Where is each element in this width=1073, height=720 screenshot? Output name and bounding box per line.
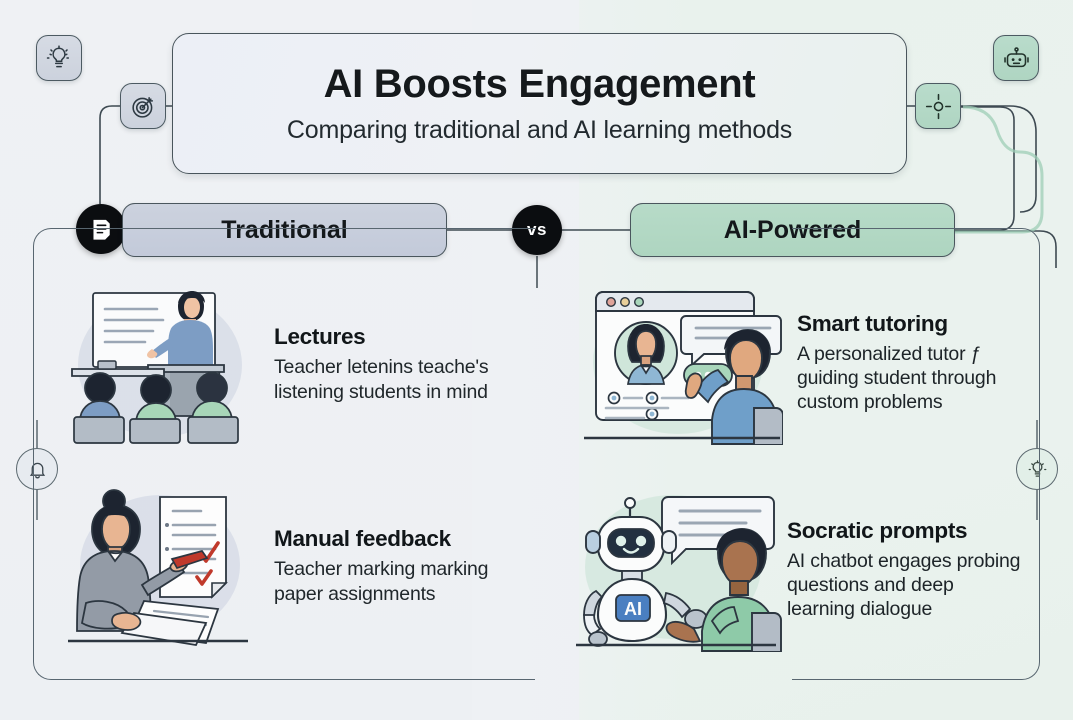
tab-traditional[interactable]: Traditional [122,203,447,257]
item-body: A personalized tutor ƒ guiding student t… [797,342,997,414]
list-item[interactable]: AI Socratic prompts AI chatbot [568,487,1022,653]
item-title: Manual feedback [274,526,451,552]
item-text: Smart tutoring A personalized tutor ƒ gu… [797,311,1032,415]
ai-robot-chat-illustration: AI [568,487,782,653]
item-text: Lectures Teacher letenins teache's liste… [274,324,509,403]
title-card: AI Boosts Engagement Comparing tradition… [172,33,907,174]
lecture-hall-illustration [60,283,260,445]
bell-icon [16,448,58,490]
item-title: Socratic prompts [787,517,968,543]
svg-text:AI: AI [624,599,642,619]
item-body: AI chatbot engages probing questions and… [787,549,1021,621]
ai-panel-outline [792,228,1040,680]
focus-crosshair-icon [915,83,961,129]
robot-icon [993,35,1039,81]
page-subtitle: Comparing traditional and AI learning me… [286,116,793,144]
column-label-traditional: Traditional [221,215,348,244]
traditional-panel-outline [33,228,535,680]
item-title: Lectures [274,324,366,350]
target-icon [120,83,166,129]
item-body: Teacher marking marking paper assignment… [274,558,489,605]
online-tutoring-screen-illustration [578,280,784,446]
item-text: Socratic prompts AI chatbot engages prob… [787,518,1022,622]
page-title: AI Boosts Engagement [323,62,756,106]
lightbulb-icon [1016,448,1058,490]
teacher-marking-papers-illustration [60,485,260,647]
item-body: Teacher letenins teache's listening stud… [274,356,489,403]
lightbulb-icon [36,35,82,81]
item-text: Manual feedback Teacher marking marking … [274,526,509,605]
list-item[interactable]: Manual feedback Teacher marking marking … [60,485,509,647]
document-note-icon [76,204,126,254]
item-title: Smart tutoring [797,310,948,336]
list-item[interactable]: Smart tutoring A personalized tutor ƒ gu… [578,280,1032,446]
list-item[interactable]: Lectures Teacher letenins teache's liste… [60,283,509,445]
